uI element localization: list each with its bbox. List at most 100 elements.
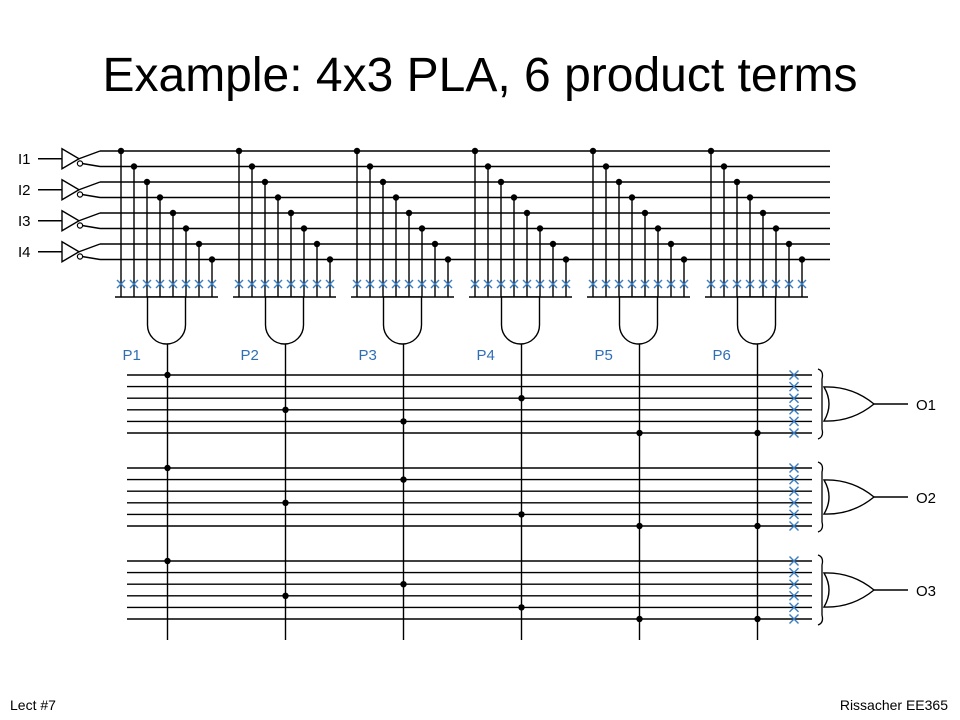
connection-dot (707, 147, 715, 155)
connection-dot (400, 418, 407, 425)
connection-dot (353, 147, 361, 155)
fuse-x-mark (443, 279, 453, 289)
fuse-x-mark (745, 279, 755, 289)
connection-dot (326, 256, 334, 263)
input-buffer-inverter (61, 147, 84, 170)
connection-dot (518, 395, 525, 402)
fuse-x-mark (352, 279, 362, 289)
or-gate-body (822, 479, 876, 515)
output-label-o3: O3 (916, 583, 936, 600)
connection-dot (130, 163, 138, 170)
connection-dot (641, 209, 649, 217)
connection-dot (274, 194, 282, 201)
input-buffer-inverter (61, 178, 84, 201)
fuse-x-mark (207, 279, 217, 289)
connection-dot (405, 209, 413, 217)
fuse-x-mark (181, 279, 191, 289)
connection-dot (418, 225, 426, 232)
connection-dot (484, 163, 492, 170)
footer-course: Rissacher EE365 (839, 697, 948, 713)
connection-dot (164, 557, 171, 565)
and-gate (618, 296, 659, 345)
or-input-bracket (817, 461, 824, 533)
connection-dot (636, 522, 643, 530)
complement-output-wire (81, 224, 101, 230)
connection-dot (400, 581, 407, 588)
fuse-x-mark (391, 279, 401, 289)
connection-dot (313, 240, 321, 248)
fuse-x-mark (522, 279, 532, 289)
and-gate-block (618, 296, 659, 345)
fuse-x-mark (789, 590, 799, 601)
connection-dot (117, 147, 125, 155)
connection-dot (156, 194, 164, 201)
product-term-label: P4 (477, 347, 495, 364)
fuse-x-mark (561, 279, 571, 289)
fuse-x-mark (470, 279, 480, 289)
fuse-x-mark (614, 279, 624, 289)
wiring (38, 147, 908, 640)
connection-dot (654, 225, 662, 232)
fuse-x-mark (758, 279, 768, 289)
fuse-x-mark (784, 279, 794, 289)
fuse-x-mark (653, 279, 663, 289)
and-gate (736, 296, 777, 345)
fuse-x-mark (789, 579, 799, 590)
fuse-x-mark (299, 279, 309, 289)
connection-dot (628, 194, 636, 201)
and-gate (382, 296, 423, 345)
fuse-x-mark (142, 279, 152, 289)
product-term-label: P6 (713, 347, 731, 364)
fuse-x-mark (789, 416, 799, 427)
complement-output-wire (81, 193, 101, 199)
complement-output-wire (81, 255, 101, 261)
fuse-x-mark (789, 474, 799, 485)
product-term-label: P5 (595, 347, 613, 364)
fuse-x-mark (789, 404, 799, 415)
or-gate (822, 386, 876, 422)
connection-dot (143, 178, 151, 186)
true-output-wire (78, 243, 101, 253)
fuse-x-mark (789, 381, 799, 392)
fuse-x-mark (789, 556, 799, 566)
or-gate (822, 479, 876, 515)
connection-dot (636, 615, 643, 623)
connection-dot (536, 225, 544, 232)
connection-dot (680, 256, 688, 263)
fuse-x-mark (789, 463, 799, 473)
connection-dot (287, 209, 295, 217)
fuse-x-mark (789, 509, 799, 520)
fuse-x-mark (666, 279, 676, 289)
or-input-bracket (817, 554, 824, 626)
and-gate (500, 296, 541, 345)
fuse-x-mark (286, 279, 296, 289)
fuse-x-mark (789, 614, 799, 624)
fuse-x-mark (234, 279, 244, 289)
connection-dot (471, 147, 479, 155)
fuse-x-mark (430, 279, 440, 289)
and-gate-block (264, 296, 305, 345)
connection-dot (392, 194, 400, 201)
output-label-o2: O2 (916, 490, 936, 507)
connection-dot (523, 209, 531, 217)
output-label-o1: O1 (916, 397, 936, 414)
fuse-x-mark (548, 279, 558, 289)
fuse-x-mark (312, 279, 322, 289)
connection-dot (754, 522, 761, 530)
input-label-i2: I2 (18, 182, 31, 199)
connection-dot (720, 163, 728, 170)
connection-dot (208, 256, 216, 263)
true-output-wire (78, 181, 101, 191)
connection-dot (667, 240, 675, 248)
connection-dot (785, 240, 793, 248)
programmable-links (116, 279, 807, 624)
connection-dot (195, 240, 203, 248)
connection-dot (636, 429, 643, 437)
connection-dot (733, 178, 741, 186)
fuse-x-mark (325, 279, 335, 289)
or-input-bracket (817, 368, 824, 440)
product-term-label: P2 (241, 347, 259, 364)
connection-dot (282, 499, 289, 506)
connection-dot (518, 511, 525, 518)
